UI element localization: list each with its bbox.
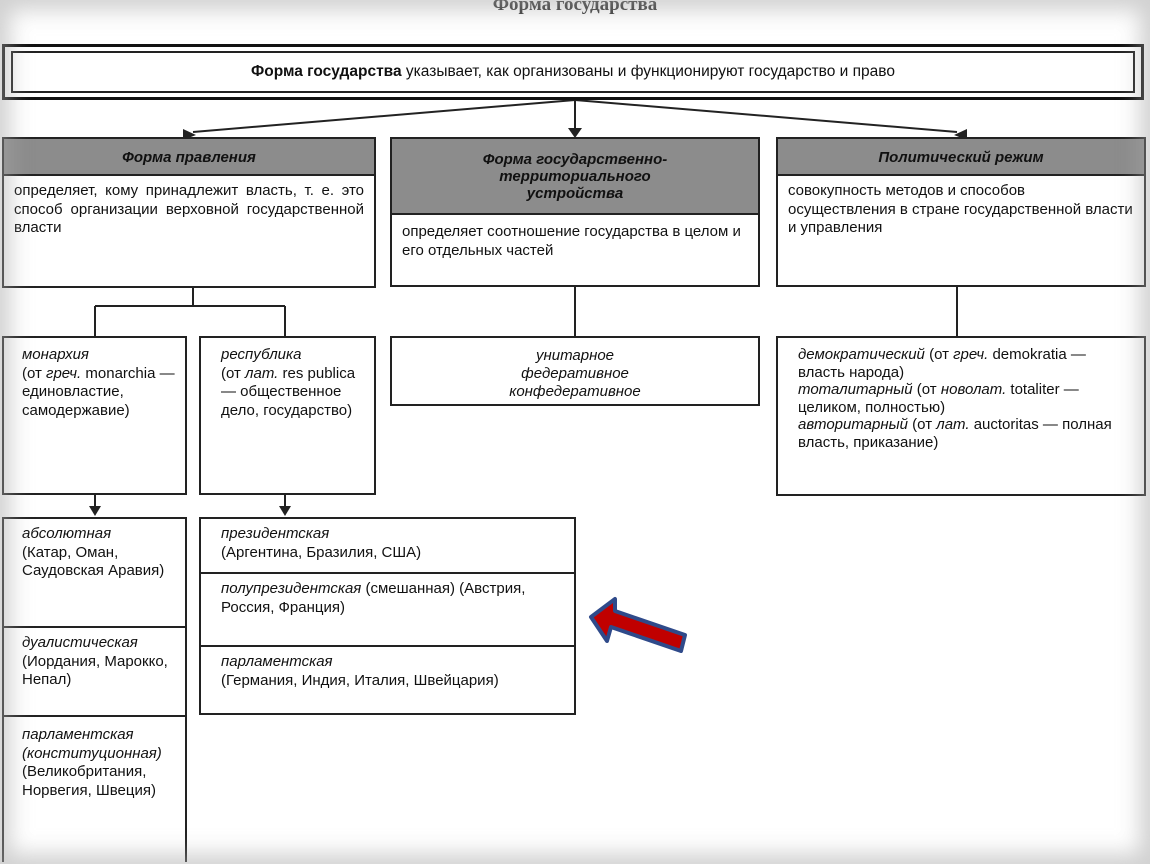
monarchy-type-absolute: абсолютная (Катар, Оман, Саудовская Арав… [4,519,185,628]
republic-note-a: (от [221,364,246,382]
governance-text: определяет, кому принадлежит власть, т. … [14,182,364,236]
governance-box: Форма правления определяет, кому принадл… [2,137,376,288]
monarchy-note-lang: греч. [46,364,82,382]
republic-types-box: президентская (Аргентина, Бразилия, США)… [199,517,576,715]
slide-title: Форма государства [492,0,658,15]
republic-type-parliamentary: парламентская (Германия, Индия, Италия, … [221,653,499,689]
republic-note-lang: лат. [245,364,279,382]
regime-header: Политический режим [778,139,1144,176]
regime-totalitarian: тоталитарный [798,381,913,398]
regimes-box: демократический (от греч. demokratia — в… [776,336,1146,496]
republic-type-semi-presidential: полупрезидентская (смешанная) (Австрия, … [201,574,574,647]
republic-term: республика [221,346,302,363]
regime-box: Политический режим совокупность методов … [776,137,1146,287]
monarchy-note: monarchia — единовластие, самодержавие) [22,364,175,419]
republic-note: res publica — общественное дело, государ… [221,364,356,419]
governance-header: Форма правления [4,139,374,176]
definition-text: указывает, как организованы и функционир… [401,63,895,80]
regime-authoritarian: авторитарный [798,416,909,433]
regime-democratic: демократический [798,346,925,363]
structure-type-unitary: унитарное [535,347,615,364]
definition-term: Форма государства [251,63,402,80]
structure-type-federal: федеративное [521,365,629,382]
regime-text: совокупность методов и способов осуществ… [788,182,1133,236]
structure-box: Форма государственно-территориального ус… [390,137,760,287]
monarchy-note-a: (от [22,364,47,382]
monarchy-box: монархия (от греч. monarchia — единовлас… [2,336,187,495]
red-arrow-icon [589,597,687,653]
monarchy-type-parliamentary: парламентская (конституционная) (Великоб… [22,726,162,799]
monarchy-types-box: абсолютная (Катар, Оман, Саудовская Арав… [2,517,187,862]
structure-type-confederal: конфедеративное [509,383,641,400]
republic-type-presidential: президентская (Аргентина, Бразилия, США) [201,519,574,574]
definition-box: Форма государства указывает, как организ… [2,44,1144,100]
regime-authoritarian-note: auctoritas — полная власть, приказание) [798,416,1112,451]
structure-text: определяет соотношение государства в цел… [402,223,741,259]
monarchy-type-dualistic: дуалистическая (Иордания, Марокко, Непал… [4,628,185,717]
monarchy-term: монархия [22,346,89,363]
regime-totalitarian-note: totaliter — целиком, полностью) [798,381,1079,416]
republic-box: республика (от лат. res publica — общест… [199,336,376,495]
structure-types-box: унитарное федеративное конфедеративное [390,336,760,406]
structure-header: Форма государственно-территориального ус… [392,139,758,215]
regime-democratic-note: demokratia — власть народа) [798,346,1086,381]
